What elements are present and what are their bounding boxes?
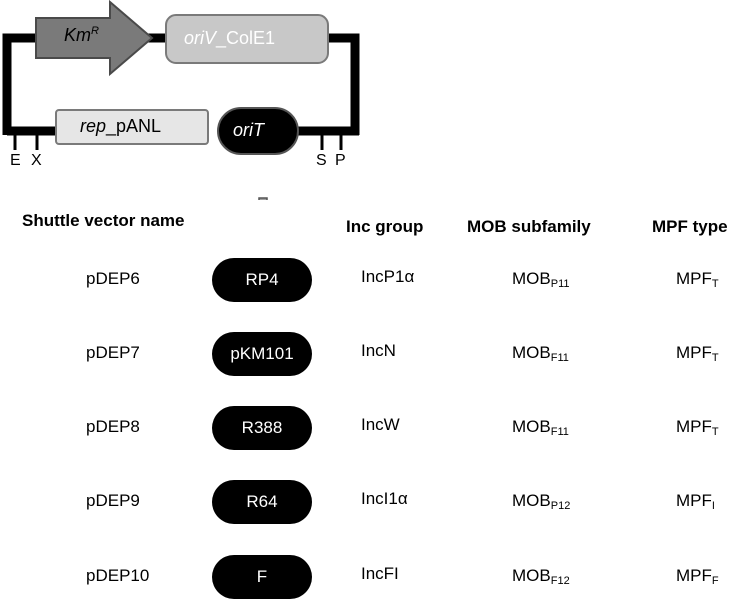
km-label-text: Km — [64, 25, 91, 45]
mpf-sub: T — [711, 426, 719, 438]
mpf-text: MPF — [676, 269, 712, 288]
mob-sub: P12 — [550, 500, 571, 512]
mob-sub: F12 — [550, 575, 570, 587]
mob-subfamily: MOBP11 — [512, 269, 570, 290]
site-p-label: P — [335, 152, 346, 169]
header-inc-group: Inc group — [346, 217, 424, 236]
km-resistance-arrow — [35, 0, 154, 77]
mpf-type: MPFT — [676, 343, 719, 364]
mpf-text: MPF — [676, 417, 712, 436]
table-row: pDEP9 R64 IncI1α MOBP12 MPFI — [0, 480, 742, 524]
inc-group: IncI1α — [361, 489, 408, 508]
rep-label-italic: rep — [80, 116, 107, 136]
inc-group: IncW — [361, 415, 400, 434]
header-mob-subfamily: MOB subfamily — [467, 217, 591, 236]
mob-text: MOB — [512, 417, 551, 436]
rep-label: rep_pANL — [80, 116, 161, 137]
mpf-sub: F — [711, 575, 719, 587]
mob-subfamily: MOBF12 — [512, 566, 570, 587]
mpf-sub: T — [711, 278, 719, 290]
plasmid-pill: F — [212, 555, 312, 599]
plasmid-pill: RP4 — [212, 258, 312, 302]
mpf-type: MPFT — [676, 417, 719, 438]
site-x-label: X — [31, 152, 42, 169]
site-e-label: E — [10, 152, 21, 169]
plasmid-pill: R388 — [212, 406, 312, 450]
rep-label-rest: _pANL — [106, 116, 162, 136]
table-row: pDEP10 F IncFI MOBF12 MPFF — [0, 555, 742, 599]
km-label-sup: R — [91, 25, 99, 37]
header-vector-name: Shuttle vector name — [22, 211, 185, 230]
inc-group: IncFI — [361, 564, 399, 583]
table-row: pDEP7 pKM101 IncN MOBF11 MPFT — [0, 332, 742, 376]
mpf-type: MPFI — [676, 491, 715, 512]
plasmid-construct-diagram — [2, 0, 360, 200]
orit-oval — [217, 107, 299, 155]
mob-text: MOB — [512, 566, 551, 585]
vector-name: pDEP10 — [86, 566, 150, 585]
plasmid-pill: R64 — [212, 480, 312, 524]
mob-text: MOB — [512, 343, 551, 362]
vector-name: pDEP6 — [86, 269, 140, 288]
mpf-text: MPF — [676, 566, 712, 585]
mpf-type: MPFT — [676, 269, 719, 290]
site-s-label: S — [316, 152, 327, 169]
vector-name: pDEP9 — [86, 491, 140, 510]
mob-subfamily: MOBF11 — [512, 343, 569, 364]
oriv-label-italic: oriV — [184, 28, 217, 48]
inc-group: IncN — [361, 341, 396, 360]
orit-label: oriT — [233, 120, 264, 140]
mob-subfamily: MOBF11 — [512, 417, 569, 438]
oriv-box — [165, 14, 329, 64]
mob-sub: F11 — [550, 352, 569, 364]
table-row: pDEP6 RP4 IncP1α MOBP11 MPFT — [0, 258, 742, 302]
down-arrow — [258, 197, 268, 200]
oriv-label: oriV_ColE1 — [184, 28, 275, 49]
table-row: pDEP8 R388 IncW MOBF11 MPFT — [0, 406, 742, 450]
mpf-sub: I — [711, 500, 715, 512]
plasmid-pill: pKM101 — [212, 332, 312, 376]
mob-subfamily: MOBP12 — [512, 491, 570, 512]
mob-sub: F11 — [550, 426, 569, 438]
vector-name: pDEP7 — [86, 343, 140, 362]
mpf-sub: T — [711, 352, 719, 364]
rep-box — [55, 109, 209, 145]
inc-group: IncP1α — [361, 267, 415, 286]
mob-sub: P11 — [550, 278, 570, 290]
mpf-text: MPF — [676, 491, 712, 510]
mpf-text: MPF — [676, 343, 712, 362]
vector-name: pDEP8 — [86, 417, 140, 436]
mpf-type: MPFF — [676, 566, 719, 587]
oriv-label-rest: _ColE1 — [216, 28, 276, 48]
mob-text: MOB — [512, 269, 551, 288]
mob-text: MOB — [512, 491, 551, 510]
header-mpf-type: MPF type — [652, 217, 728, 236]
km-label: KmR — [64, 25, 99, 46]
